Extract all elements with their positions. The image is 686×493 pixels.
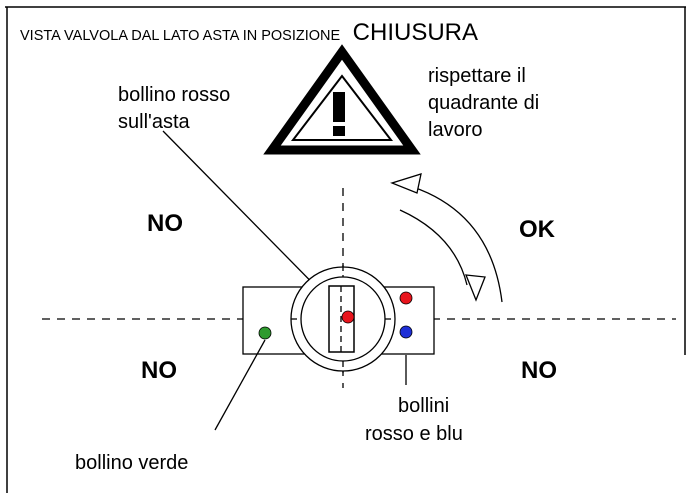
red-blue-dots-label-line-2: rosso e blu bbox=[365, 423, 463, 445]
quadrant-bottom-left-label: NO bbox=[141, 357, 177, 384]
title-emphasis: CHIUSURA bbox=[353, 19, 478, 46]
quadrant-top-right-label: OK bbox=[519, 216, 556, 243]
red-blue-dots-label-line-1: bollini bbox=[398, 395, 449, 417]
warning-triangle-icon bbox=[263, 44, 421, 155]
quadrant-top-left-label: NO bbox=[147, 210, 183, 237]
green-dot-label: bollino verde bbox=[75, 452, 188, 474]
warning-line-2: quadrante di bbox=[428, 92, 539, 114]
red-dot-on-stem bbox=[341, 310, 355, 324]
blue-dot-on-flange bbox=[399, 325, 413, 339]
green-dot-on-flange bbox=[258, 326, 272, 340]
rotation-arrow bbox=[390, 173, 503, 303]
title-prefix: VISTA VALVOLA DAL LATO ASTA IN POSIZIONE bbox=[20, 28, 341, 44]
valve-body bbox=[242, 265, 435, 373]
warning-line-3: lavoro bbox=[428, 119, 482, 141]
stem-dot-label-line-2: sull'asta bbox=[118, 111, 191, 133]
warning-line-1: rispettare il bbox=[428, 65, 526, 87]
green-dot-leader-line bbox=[214, 339, 266, 431]
quadrant-bottom-right-label: NO bbox=[521, 357, 557, 384]
red-dot-on-flange bbox=[399, 291, 413, 305]
stem-dot-label-line-1: bollino rosso bbox=[118, 84, 230, 106]
diagram-title: VISTA VALVOLA DAL LATO ASTA IN POSIZIONE… bbox=[20, 19, 478, 46]
